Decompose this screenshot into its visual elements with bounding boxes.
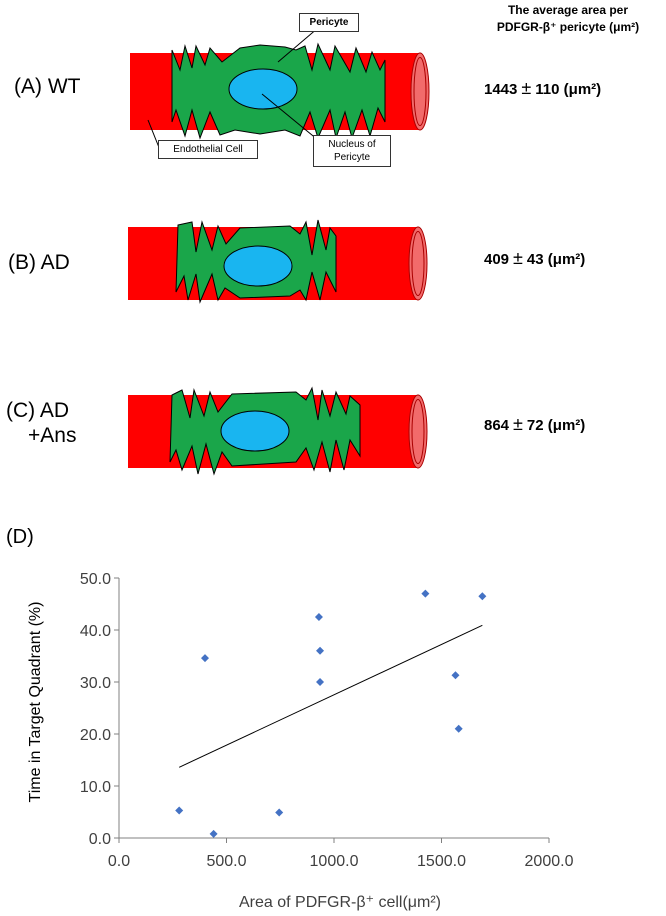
value-b-pm: ± — [513, 248, 523, 268]
value-a: 1443±110 (μm²) — [484, 78, 601, 99]
data-point — [175, 806, 184, 815]
value-c-unit: (μm²) — [547, 417, 586, 434]
chart-tick-labels: 0.0 10.0 20.0 30.0 40.0 50.0 0.0 500.0 1000.0 150… — [80, 571, 574, 870]
chart-axes — [114, 577, 550, 843]
x-tick-label: 0.0 — [108, 853, 130, 870]
data-point — [314, 613, 323, 621]
panel-b-label: (B) AD — [8, 251, 70, 274]
x-tick-label: 1500.0 — [417, 853, 466, 870]
header-line-2: PDFGR-β⁺ pericyte (μm²) — [496, 20, 640, 34]
vessel-illustrations — [128, 21, 430, 476]
y-axis-label: Time in Target Quadrant (%) — [27, 602, 44, 803]
nucleus-b — [223, 245, 293, 287]
value-b-number: 409 — [484, 251, 510, 268]
data-point — [451, 671, 460, 680]
callout-nucleus: Nucleus of Pericyte — [313, 135, 391, 167]
area-column-header: The average area per PDFGR-β⁺ pericyte (… — [472, 2, 664, 36]
nucleus-c — [220, 410, 290, 452]
value-c-pm: ± — [513, 414, 523, 434]
value-b-err: 43 — [526, 251, 544, 268]
nucleus-a — [228, 68, 298, 110]
y-tick-label: 10.0 — [80, 779, 111, 796]
value-a-err: 110 — [535, 81, 560, 98]
x-tick-label: 2000.0 — [525, 853, 574, 870]
chart-points — [175, 589, 487, 838]
value-c-number: 864 — [484, 417, 510, 434]
panel-c-label-line2: +Ans — [28, 424, 77, 448]
value-a-pm: ± — [521, 78, 532, 98]
panel-a-label: (A) WT — [14, 75, 81, 98]
panel-d-label: (D) — [6, 526, 34, 548]
data-point — [454, 724, 463, 733]
y-tick-label: 50.0 — [80, 571, 111, 588]
header-line-1: The average area per — [507, 3, 629, 17]
data-point — [478, 592, 487, 601]
vessel-b — [128, 219, 428, 304]
vessel-a — [130, 21, 430, 151]
value-a-number: 1443 — [484, 81, 518, 98]
data-point — [421, 589, 430, 598]
value-a-unit: (μm²) — [563, 81, 602, 98]
data-point — [316, 678, 325, 686]
callout-nucleus-line1: Nucleus of — [328, 139, 376, 150]
scatter-chart: 0.0 10.0 20.0 30.0 40.0 50.0 0.0 500.0 1000.0 150… — [27, 571, 574, 911]
data-point — [316, 646, 325, 655]
x-tick-label: 500.0 — [206, 853, 246, 870]
vessel-c — [128, 386, 428, 476]
trendline — [178, 624, 483, 768]
value-b: 409±43 (μm²) — [484, 248, 585, 269]
y-tick-label: 40.0 — [80, 623, 111, 640]
x-tick-label: 1000.0 — [310, 853, 359, 870]
data-point — [201, 654, 209, 663]
value-b-unit: (μm²) — [547, 251, 586, 268]
panel-c-label-line1: (C) AD — [6, 399, 69, 422]
x-axis-label: Area of PDFGR-β⁺ cell(μm²) — [239, 894, 441, 911]
value-c-err: 72 — [526, 417, 544, 434]
callout-nucleus-line2: Pericyte — [333, 152, 371, 163]
y-tick-label: 0.0 — [89, 831, 111, 848]
value-c: 864±72 (μm²) — [484, 414, 585, 435]
callout-endothelial-cell: Endothelial Cell — [158, 140, 258, 159]
callout-pericyte: Pericyte — [299, 13, 359, 32]
data-point — [209, 829, 218, 838]
panel-c-label: (C) AD +Ans — [6, 398, 76, 448]
y-tick-label: 20.0 — [80, 727, 111, 744]
y-tick-label: 30.0 — [80, 675, 111, 692]
data-point — [275, 808, 284, 817]
